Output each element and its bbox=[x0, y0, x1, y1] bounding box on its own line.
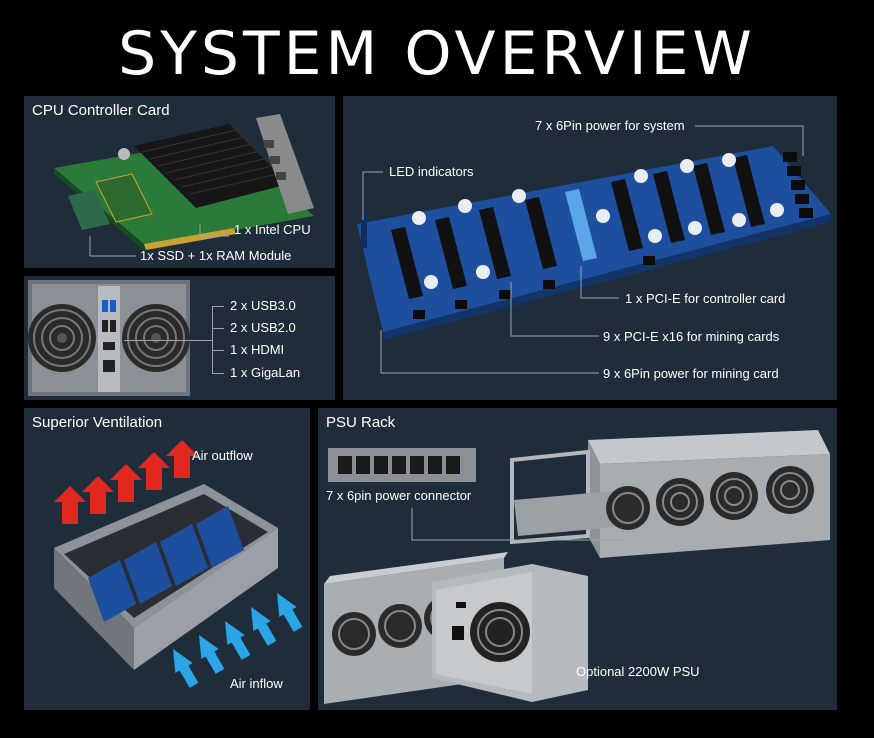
io-connector-horizontal bbox=[124, 340, 212, 341]
io-connector-vertical bbox=[212, 306, 213, 374]
cpu-controller-panel: CPU Controller Card 1 x Intel CPU 1x SSD… bbox=[24, 96, 335, 268]
psu-rack-image bbox=[324, 430, 830, 704]
io-tick-2 bbox=[212, 328, 224, 329]
ssd-ram-label: 1x SSD + 1x RAM Module bbox=[140, 248, 292, 263]
power-connector-label: 7 x 6pin power connector bbox=[326, 488, 472, 503]
port-hdmi: 1 x HDMI bbox=[230, 342, 285, 357]
mainboard-image bbox=[357, 125, 831, 374]
cpu-label: 1 x Intel CPU bbox=[234, 222, 311, 237]
page-title: SYSTEM OVERVIEW bbox=[118, 19, 756, 89]
led-label: LED indicators bbox=[389, 164, 474, 179]
cpu-panel-title: CPU Controller Card bbox=[32, 102, 170, 119]
port-gigalan: 1 x GigaLan bbox=[230, 365, 301, 380]
io-tick-3 bbox=[212, 350, 224, 351]
ventilation-image bbox=[54, 440, 303, 688]
power-system-label: 7 x 6Pin power for system bbox=[535, 118, 685, 133]
air-inflow-label: Air inflow bbox=[230, 676, 283, 691]
ventilation-panel: Superior Ventilation Air bbox=[24, 408, 310, 710]
psu-label: Optional 2200W PSU bbox=[576, 664, 700, 679]
io-tick-4 bbox=[212, 373, 224, 374]
ventilation-title: Superior Ventilation bbox=[32, 414, 163, 431]
port-usb2: 2 x USB2.0 bbox=[230, 320, 296, 335]
mainboard-panel: 7 x 6Pin power for system LED indicators… bbox=[343, 96, 837, 400]
pcie-mining-label: 9 x PCI-E x16 for mining cards bbox=[603, 329, 780, 344]
io-back-image bbox=[28, 280, 190, 396]
pcie-controller-label: 1 x PCI-E for controller card bbox=[625, 291, 786, 306]
io-tick-1 bbox=[212, 306, 224, 307]
port-usb3: 2 x USB3.0 bbox=[230, 298, 296, 313]
psu-rack-panel: PSU Rack bbox=[318, 408, 837, 710]
power-mining-label: 9 x 6Pin power for mining card bbox=[603, 366, 779, 381]
psu-rack-title: PSU Rack bbox=[326, 414, 396, 431]
cpu-card-image bbox=[54, 114, 314, 257]
air-outflow-label: Air outflow bbox=[192, 448, 253, 463]
io-ports-panel: 2 x USB3.0 2 x USB2.0 1 x HDMI 1 x GigaL… bbox=[24, 276, 335, 400]
